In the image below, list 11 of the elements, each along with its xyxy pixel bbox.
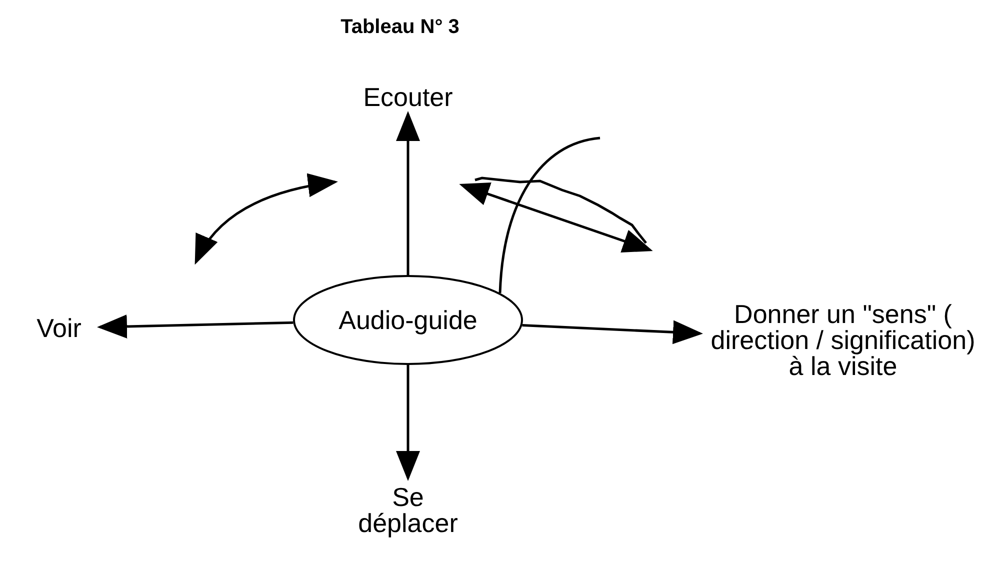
node-label: Audio-guide [338, 307, 478, 333]
node-label: Voir [36, 315, 82, 341]
curved-line [498, 136, 600, 294]
arrow [522, 320, 703, 344]
node-label: Ecouter [363, 84, 453, 110]
arrow [396, 111, 420, 275]
node-label: Donner un "sens" ( direction / signification) à la visite [710, 301, 976, 379]
arrow [396, 365, 420, 481]
node-label: Se déplacer [357, 484, 459, 536]
title: Tableau N° 3 [340, 16, 460, 39]
arrow [97, 314, 294, 338]
